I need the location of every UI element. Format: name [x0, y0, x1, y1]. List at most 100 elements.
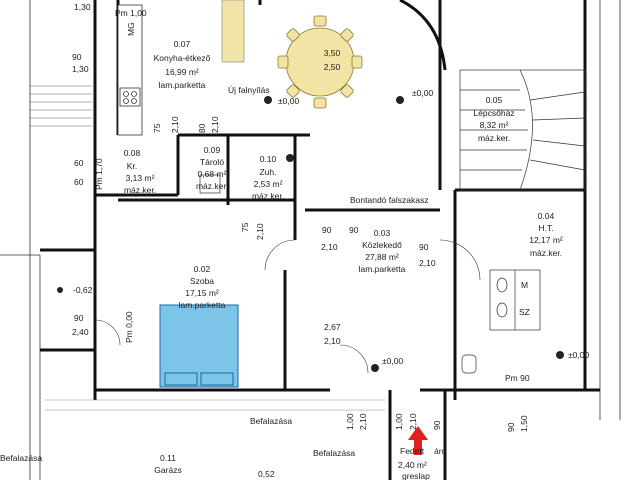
- svg-text:1,00: 1,00: [394, 413, 404, 430]
- room-label-kamra: 0.08 Kr. 3,13 m² máz.ker.: [124, 148, 156, 195]
- svg-text:2,10: 2,10: [358, 413, 368, 430]
- sz-label: SZ: [519, 307, 530, 317]
- note-infill-2: Befalazása: [313, 448, 355, 458]
- room-label-kozlekedo: 0.03 Közlekedő 27,88 m² lam.parketta: [359, 228, 406, 274]
- staircase: [459, 69, 586, 191]
- svg-text:90: 90: [506, 422, 516, 432]
- bed: [159, 304, 239, 388]
- left-terrace-hatch: [30, 85, 92, 127]
- kitchen-counter: [117, 4, 143, 136]
- svg-text:60: 60: [74, 177, 84, 187]
- svg-text:2,10: 2,10: [419, 258, 436, 268]
- svg-text:máz.ker.: máz.ker.: [530, 248, 562, 258]
- room-label-konyha: 0.07 Konyha-étkező 16,99 m² lam.parketta: [154, 39, 211, 90]
- mg-label: MG: [126, 22, 136, 36]
- svg-text:2,10: 2,10: [170, 116, 180, 133]
- svg-text:0.05: 0.05: [486, 95, 503, 105]
- bath-fixtures: [199, 174, 541, 374]
- svg-text:1,30: 1,30: [74, 2, 91, 12]
- svg-text:2,10: 2,10: [324, 336, 341, 346]
- svg-text:1,30: 1,30: [72, 64, 89, 74]
- svg-text:90: 90: [432, 420, 442, 430]
- svg-text:0.04: 0.04: [538, 211, 555, 221]
- level-2: ±0,00: [412, 88, 433, 98]
- svg-text:H.T.: H.T.: [538, 223, 553, 233]
- svg-text:Garázs: Garázs: [154, 465, 181, 475]
- svg-text:90: 90: [74, 313, 84, 323]
- svg-text:Közlekedő: Közlekedő: [362, 240, 402, 250]
- svg-text:lam.parketta: lam.parketta: [179, 300, 226, 310]
- svg-text:2,10: 2,10: [408, 413, 418, 430]
- pm-top: Pm 1,00: [115, 8, 147, 18]
- svg-text:0.10: 0.10: [260, 154, 277, 164]
- svg-text:Zuh.: Zuh.: [259, 167, 276, 177]
- svg-text:0.03: 0.03: [374, 228, 391, 238]
- svg-text:8,32 m²: 8,32 m²: [480, 120, 509, 130]
- pm-low: Pm 0,00: [124, 311, 134, 343]
- bottom-frag-5: greslap: [402, 471, 430, 480]
- level-5: -0,62: [73, 285, 93, 295]
- bottom-frag-4: 2,40 m²: [398, 460, 427, 470]
- room-label-szoba: 0.02 Szoba 17,15 m² lam.parketta: [179, 264, 226, 310]
- kitchen-island: [221, 0, 245, 63]
- svg-text:0,68 m²: 0,68 m²: [198, 169, 227, 179]
- table-dim-1: 3,50: [324, 48, 341, 58]
- room-label-garazs: 0.11 Garázs: [154, 453, 181, 475]
- svg-text:máz.ker.: máz.ker.: [124, 185, 156, 195]
- note-infill-3: Befalazása: [0, 453, 42, 463]
- svg-text:0.07: 0.07: [174, 39, 191, 49]
- door-swings: [94, 239, 481, 374]
- room-label-ht: 0.04 H.T. 12,17 m² máz.ker.: [529, 211, 563, 258]
- svg-text:60: 60: [74, 158, 84, 168]
- svg-text:2,10: 2,10: [321, 242, 338, 252]
- svg-text:3,13 m²: 3,13 m²: [126, 173, 155, 183]
- svg-text:lam.parketta: lam.parketta: [359, 264, 406, 274]
- svg-text:0.08: 0.08: [124, 148, 141, 158]
- m-label: M: [521, 280, 528, 290]
- pm-right: Pm 90: [505, 373, 530, 383]
- svg-text:75: 75: [240, 222, 250, 232]
- bottom-frag-2: Fedett: [400, 446, 425, 456]
- bottom-frag-1: 0,52: [258, 469, 275, 479]
- svg-text:Konyha-étkező: Konyha-étkező: [154, 53, 211, 63]
- pm-mid: Pm 1,70: [94, 158, 104, 190]
- svg-text:2,53 m²: 2,53 m²: [254, 179, 283, 189]
- table-dim-2: 2,50: [324, 62, 341, 72]
- svg-text:Szoba: Szoba: [190, 276, 214, 286]
- room-label-zuhanyzo: 0.10 Zuh. 2,53 m² máz.ker.: [252, 154, 284, 201]
- room-label-tarolo: 0.09 Tároló 0,68 m² máz.ker.: [196, 145, 228, 191]
- level-3: ±0,00: [382, 356, 403, 366]
- svg-text:2,10: 2,10: [210, 116, 220, 133]
- garage-hatch: [45, 399, 385, 411]
- svg-text:0.09: 0.09: [204, 145, 221, 155]
- svg-text:lam.parketta: lam.parketta: [159, 80, 206, 90]
- svg-text:1,50: 1,50: [519, 415, 529, 432]
- svg-text:máz.ker.: máz.ker.: [252, 191, 284, 201]
- svg-text:27,88 m²: 27,88 m²: [365, 252, 399, 262]
- svg-text:90: 90: [349, 225, 359, 235]
- svg-text:90: 90: [419, 242, 429, 252]
- note-demolish: Bontandó falszakasz: [350, 195, 428, 205]
- svg-text:12,17 m²: 12,17 m²: [529, 235, 563, 245]
- room-label-lepcsohaz: 0.05 Lépcsőház 8,32 m² máz.ker.: [473, 95, 514, 143]
- level-4: ±0,00: [568, 350, 589, 360]
- entrance-arrow: [408, 426, 428, 455]
- svg-text:2,67: 2,67: [324, 322, 341, 332]
- svg-text:90: 90: [72, 52, 82, 62]
- svg-text:0.11: 0.11: [160, 453, 176, 463]
- bay-wall: [399, 0, 447, 71]
- svg-text:Kr.: Kr.: [127, 161, 137, 171]
- bottom-frag-3: áró: [434, 446, 447, 456]
- dining-table: [277, 15, 363, 109]
- svg-text:90: 90: [322, 225, 332, 235]
- note-infill-1: Befalazása: [250, 416, 292, 426]
- svg-text:16,99 m²: 16,99 m²: [165, 67, 199, 77]
- svg-text:2,10: 2,10: [255, 223, 265, 240]
- svg-text:máz.ker.: máz.ker.: [196, 181, 228, 191]
- svg-text:Lépcsőház: Lépcsőház: [473, 108, 514, 118]
- svg-text:17,15 m²: 17,15 m²: [185, 288, 219, 298]
- svg-text:0.02: 0.02: [194, 264, 211, 274]
- note-new-opening: Új falnyílás: [228, 85, 270, 95]
- svg-text:80: 80: [197, 123, 207, 133]
